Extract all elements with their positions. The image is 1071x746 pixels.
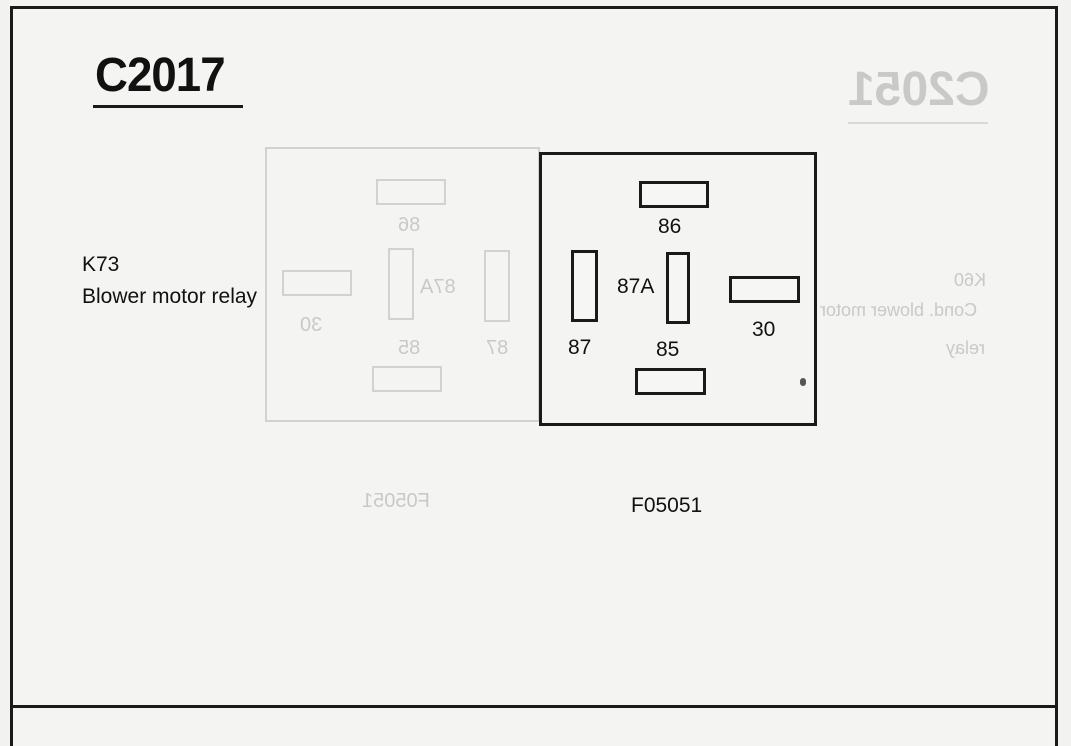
bleed-through-pin-label: 85 — [398, 337, 421, 359]
page-frame — [10, 6, 1058, 746]
bleed-through-pin-label: 30 — [300, 314, 323, 336]
bleed-through-title-underline — [848, 122, 988, 124]
pin-86-label: 86 — [658, 215, 682, 238]
pin-87-label: 87 — [568, 336, 592, 359]
bleed-through-pin — [376, 179, 446, 205]
bleed-through-pin — [282, 270, 352, 296]
pin-30-label: 30 — [752, 318, 776, 341]
bottom-divider — [10, 705, 1058, 708]
bleed-through-pin — [388, 248, 414, 320]
component-id: K73 — [82, 253, 120, 276]
ink-speck — [800, 378, 806, 386]
pin-30-terminal — [729, 276, 800, 303]
bleed-through-pin — [372, 366, 442, 392]
connector-title: C2017 — [95, 49, 226, 102]
figure-id: F05051 — [631, 494, 703, 517]
pin-85-terminal — [635, 368, 706, 395]
pin-86-terminal — [639, 181, 709, 208]
pin-87a-label: 87A — [617, 275, 655, 298]
pin-87-terminal — [571, 250, 598, 322]
bleed-through-component-line-2: relay — [946, 338, 986, 358]
component-name: Blower motor relay — [82, 285, 258, 308]
pin-87a-terminal — [666, 252, 690, 324]
bleed-through-pin-label: 87 — [486, 337, 509, 359]
bleed-through-component-line-1: Cond. blower motor — [820, 300, 978, 320]
pin-85-label: 85 — [656, 338, 680, 361]
bleed-through-title: C2051 — [848, 63, 990, 116]
bleed-through-pin-label: 86 — [398, 214, 421, 236]
connector-title-underline — [93, 105, 243, 108]
bleed-through-pin — [484, 250, 510, 322]
bleed-through-pin-label: 87A — [420, 276, 456, 298]
bleed-through-component-id: K60 — [954, 270, 987, 290]
bleed-through-figure-id: F05051 — [362, 490, 430, 512]
